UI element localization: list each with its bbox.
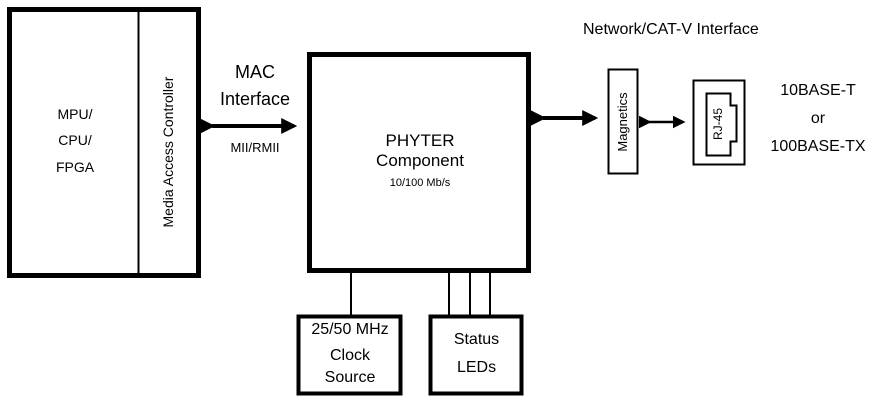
clock-label-1: 25/50 MHz bbox=[311, 321, 389, 338]
phyter-speed: 10/100 Mb/s bbox=[389, 177, 451, 189]
magnetics-block bbox=[607, 68, 639, 175]
phyter-title-1: PHYTER bbox=[385, 131, 455, 150]
standard-label-2: or bbox=[810, 110, 826, 127]
clock-label-2: Clock bbox=[329, 347, 370, 364]
standard-label-1: 10BASE-T bbox=[780, 82, 856, 99]
phyter-block bbox=[307, 52, 531, 273]
host-block bbox=[7, 7, 201, 278]
leds-label-1: Status bbox=[453, 331, 500, 348]
leds-label-2: LEDs bbox=[456, 359, 497, 376]
host-label-line-1: MPU/ bbox=[57, 106, 93, 122]
host-label-line-2: CPU/ bbox=[58, 132, 92, 148]
mac-interface-title-1: MAC bbox=[235, 62, 275, 82]
standard-label-3: 100BASE-TX bbox=[770, 138, 866, 155]
host-label-line-3: FPGA bbox=[55, 159, 95, 175]
rj45-label: RJ-45 bbox=[711, 108, 725, 141]
rj45-outer bbox=[692, 79, 746, 166]
mii-rmii-label: MII/RMII bbox=[230, 140, 280, 155]
leds-block bbox=[428, 314, 524, 396]
magnetics-label: Magnetics bbox=[615, 92, 630, 152]
clock-label-3: Source bbox=[324, 369, 376, 386]
network-title: Network/CAT-V Interface bbox=[583, 21, 759, 38]
clock-block bbox=[296, 314, 403, 396]
mac-interface-title-2: Interface bbox=[219, 89, 291, 109]
rj45-jack-icon bbox=[705, 92, 738, 157]
mac-vertical-label: Media Access Controller bbox=[160, 76, 176, 228]
phyter-title-2: Component bbox=[376, 151, 464, 170]
